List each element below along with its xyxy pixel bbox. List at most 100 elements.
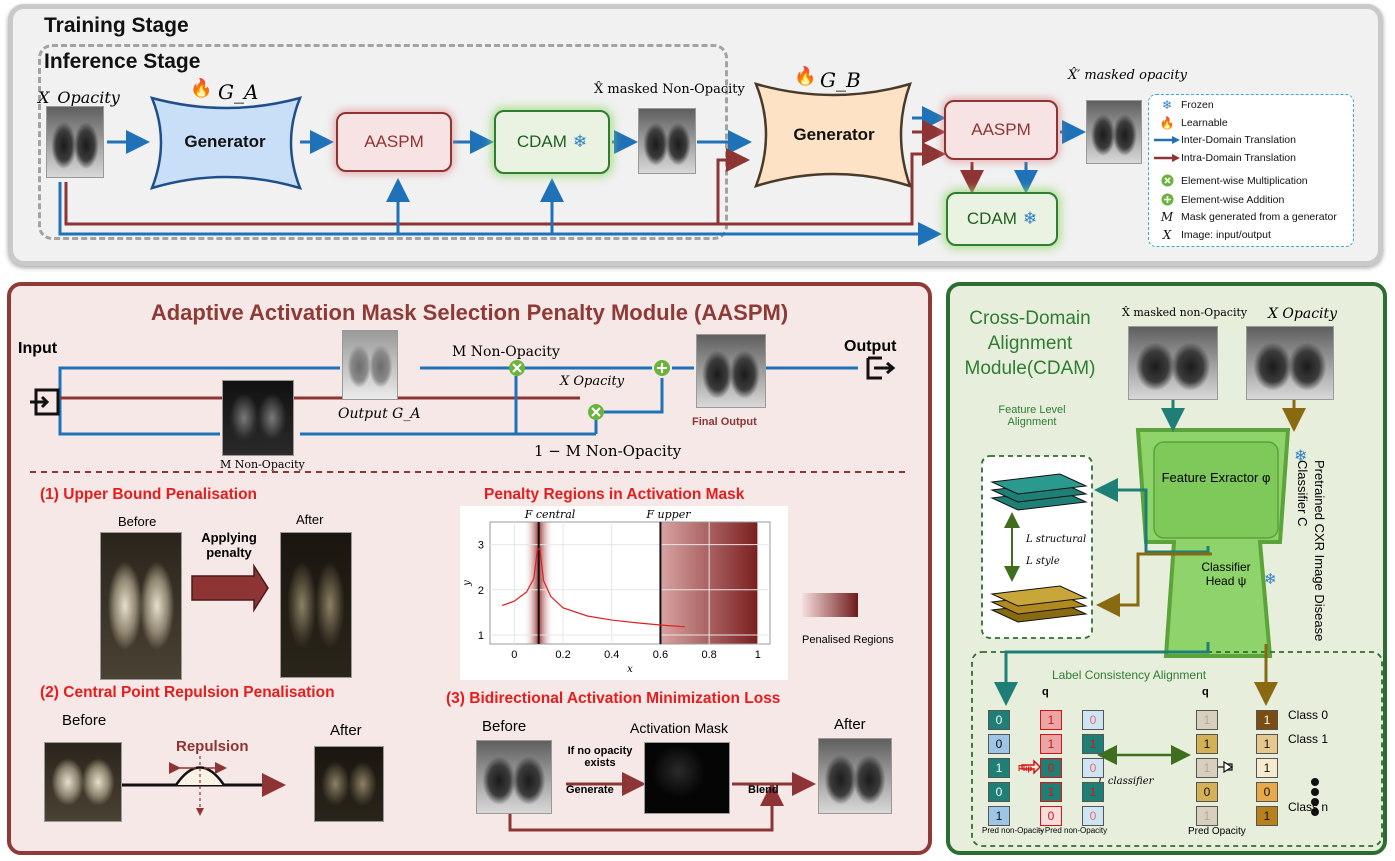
x-tick-label: 1 <box>755 649 761 661</box>
x-tick-label: 0.2 <box>555 649 570 661</box>
label-cell: 1 <box>988 806 1010 826</box>
cdam-input2-label: X Opacity <box>1268 306 1338 322</box>
y-tick-label: 3 <box>478 540 484 552</box>
cdam-label: CDAM <box>516 132 567 151</box>
legend-frozen: Frozen <box>1181 99 1214 111</box>
section-3-title: (3) Bidirectional Activation Minimizatio… <box>446 690 781 707</box>
feature-level-line: Feature Level <box>998 404 1066 416</box>
masked-non-opacity-xray <box>638 108 696 174</box>
output-ga-label: Output G_A <box>338 406 421 422</box>
penalty-arrow <box>191 563 269 613</box>
s3-generate-label: Generate <box>566 784 614 796</box>
label-cell: 1 <box>1040 782 1062 802</box>
s1-after-label: After <box>296 512 324 527</box>
one-minus-mask-label: 1 − M Non-Opacity <box>534 442 682 460</box>
penalised-label: Penalised Regions <box>802 634 894 646</box>
label-cell: 1 <box>1082 734 1104 754</box>
label-cell: 0 <box>988 710 1010 730</box>
classifier-head-label: Classifier Head ψ <box>1186 560 1266 588</box>
generator-b-name: G_B <box>820 68 861 92</box>
flip-label: Flip <box>1018 764 1033 773</box>
fire-icon: 🔥 <box>1159 116 1175 130</box>
feature-level-line: Alignment <box>1007 416 1057 428</box>
side-label-line: Pretrained CXR Image Disease <box>1312 460 1327 642</box>
label-cell: 0 <box>1040 758 1062 778</box>
snowflake-icon: ❄ <box>1022 209 1038 228</box>
label-cell: 1 <box>1196 758 1218 778</box>
label-cell: 1 <box>1040 710 1062 730</box>
red-arrow-icon <box>1153 154 1181 162</box>
label-cell: 0 <box>1082 758 1104 778</box>
penalty-curve <box>501 548 685 628</box>
teal-feature-stack <box>990 473 1088 511</box>
class-0-label: Class 0 <box>1288 708 1329 722</box>
s3-mask-label: Activation Mask <box>630 720 729 736</box>
x-opacity-label: X Opacity <box>560 374 625 389</box>
image-symbol: X <box>1162 228 1172 242</box>
s3-after-label: After <box>834 716 866 733</box>
class-1-label: Class 1 <box>1288 732 1329 746</box>
cdam-module-2: CDAM ❄ <box>946 192 1058 246</box>
classifier-head-line: Head ψ <box>1205 574 1247 588</box>
cdam-input1-xray <box>1128 326 1218 400</box>
pred-non-label: Pred non-Opacity <box>982 826 1045 835</box>
cdam-label: CDAM <box>966 209 1017 228</box>
training-stage-title: Training Stage <box>44 14 189 37</box>
vline-label: F central <box>524 508 576 521</box>
aaspm-panel-title: Adaptive Activation Mask Selection Penal… <box>150 300 789 325</box>
output-ga-xray <box>342 330 398 400</box>
generator-a-label: Generator <box>184 132 266 151</box>
x-tick-label: 0 <box>511 649 517 661</box>
label-cell: 0 <box>1082 710 1104 730</box>
output-label: Output <box>844 338 897 355</box>
s2-before-xray <box>44 742 122 822</box>
x-tick-label: 0.8 <box>701 649 716 661</box>
fire-icon: 🔥 <box>794 66 817 86</box>
final-output-label: Final Output <box>692 416 757 428</box>
snowflake-icon: ❄ <box>1161 98 1173 112</box>
input-xray-image <box>46 106 104 178</box>
generator-b-shape <box>753 82 913 188</box>
s3-condition-label: If no opacity exists <box>567 745 633 769</box>
x-tick-label: 0.6 <box>653 649 668 661</box>
s1-after-xray <box>280 532 352 678</box>
l-classifier-label: L classifier <box>1098 776 1154 787</box>
s3-after-xray <box>818 738 892 814</box>
blue-arrow-icon <box>1153 136 1181 144</box>
masked-opacity-xray <box>1086 100 1142 164</box>
label-consistency-title: Label Consistency Alignment <box>1052 668 1207 682</box>
s3-blend-label: Blend <box>748 784 779 796</box>
s1-before-label: Before <box>118 514 157 529</box>
penalised-gradient-swatch <box>802 593 858 617</box>
y-axis-label: y <box>462 580 473 587</box>
input-x-opacity-label: X_Opacity <box>38 88 120 107</box>
s3-activation-mask <box>644 742 730 814</box>
mask-top-label: M Non-Opacity <box>452 344 560 360</box>
label-cell: 1 <box>1256 758 1278 778</box>
x-axis-label: x <box>627 664 633 675</box>
label-cell: 0 <box>1196 782 1218 802</box>
feature-extractor-label: Feature Exractor φ <box>1161 470 1271 485</box>
s2-after-label: After <box>330 722 362 739</box>
section-2-title: (2) Central Point Repulsion Penalisation <box>40 684 335 701</box>
legend-intra: Intra-Domain Translation <box>1181 152 1296 164</box>
label-cell: 1 <box>1256 710 1278 730</box>
cdam-title-line: Alignment <box>987 333 1073 354</box>
s1-before-xray <box>100 532 182 680</box>
label-cell: 1 <box>1196 806 1218 826</box>
snowflake-icon: ❄ <box>572 132 588 151</box>
q1-label: q <box>1042 686 1049 698</box>
input-label: Input <box>18 340 58 357</box>
legend-inter: Inter-Domain Translation <box>1181 134 1296 146</box>
l-structural-label: L structural <box>1026 534 1087 545</box>
pretrained-classifier-label: Pretrained CXR Image Disease Classifier … <box>1294 460 1328 700</box>
legend-add: Element-wise Addition <box>1181 193 1285 206</box>
cdam-diagram <box>971 400 1383 847</box>
snowflake-icon: ❄ <box>1294 448 1308 465</box>
olive-feature-stack <box>990 585 1088 623</box>
label-cell: 1 <box>1082 782 1104 802</box>
label-cell: 0 <box>988 782 1010 802</box>
aaspm-module-2: AASPM <box>944 100 1058 160</box>
generator-b-label: Generator <box>793 125 875 144</box>
